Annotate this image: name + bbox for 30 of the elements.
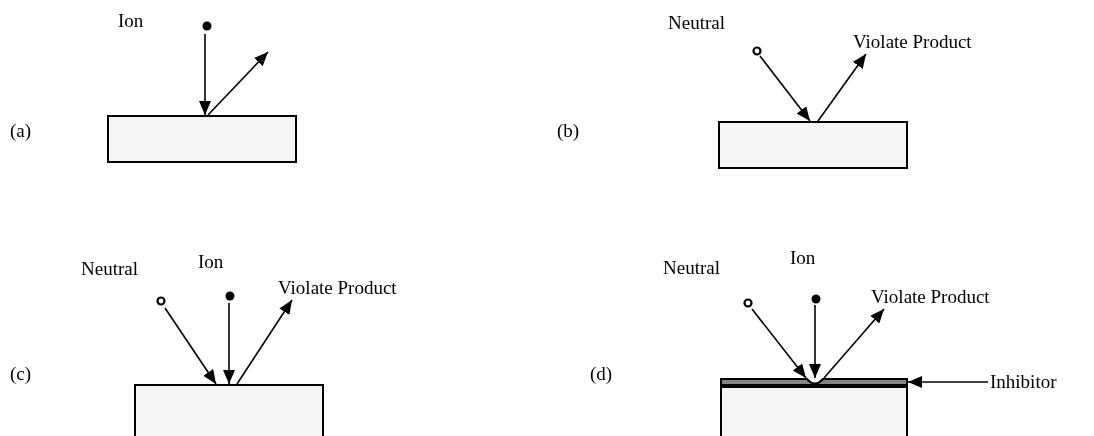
particle-label: Ion: [118, 10, 144, 32]
substrate-block: [718, 121, 908, 169]
particle-label: Neutral: [81, 258, 138, 280]
arrow: [164, 307, 217, 385]
arrow: [817, 53, 867, 122]
arrow: [823, 308, 885, 379]
substrate-block: [107, 115, 297, 163]
particle-label: Neutral: [668, 12, 725, 34]
particle-label: Ion: [790, 247, 816, 269]
product-label: Violate Product: [871, 286, 990, 308]
panel-label: (d): [590, 363, 613, 385]
arrow: [199, 33, 211, 116]
arrow: [759, 55, 811, 122]
arrow: [907, 376, 989, 388]
particle-label: Neutral: [663, 257, 720, 279]
arrow: [223, 302, 235, 385]
panel-label: (a): [10, 120, 32, 142]
inhibitor-layer: [720, 378, 908, 386]
arrow: [751, 308, 807, 379]
particle-label: Ion: [198, 251, 224, 273]
product-label: Violate Product: [853, 31, 972, 53]
panel-label: (b): [557, 120, 580, 142]
product-label: Violate Product: [278, 277, 397, 299]
panel-label: (c): [10, 363, 32, 385]
substrate-block: [134, 384, 324, 436]
inhibitor-label: Inhibitor: [990, 371, 1057, 393]
arrow: [809, 304, 821, 379]
substrate-block: [720, 386, 908, 436]
arrow: [207, 51, 269, 116]
arrow: [236, 299, 293, 385]
